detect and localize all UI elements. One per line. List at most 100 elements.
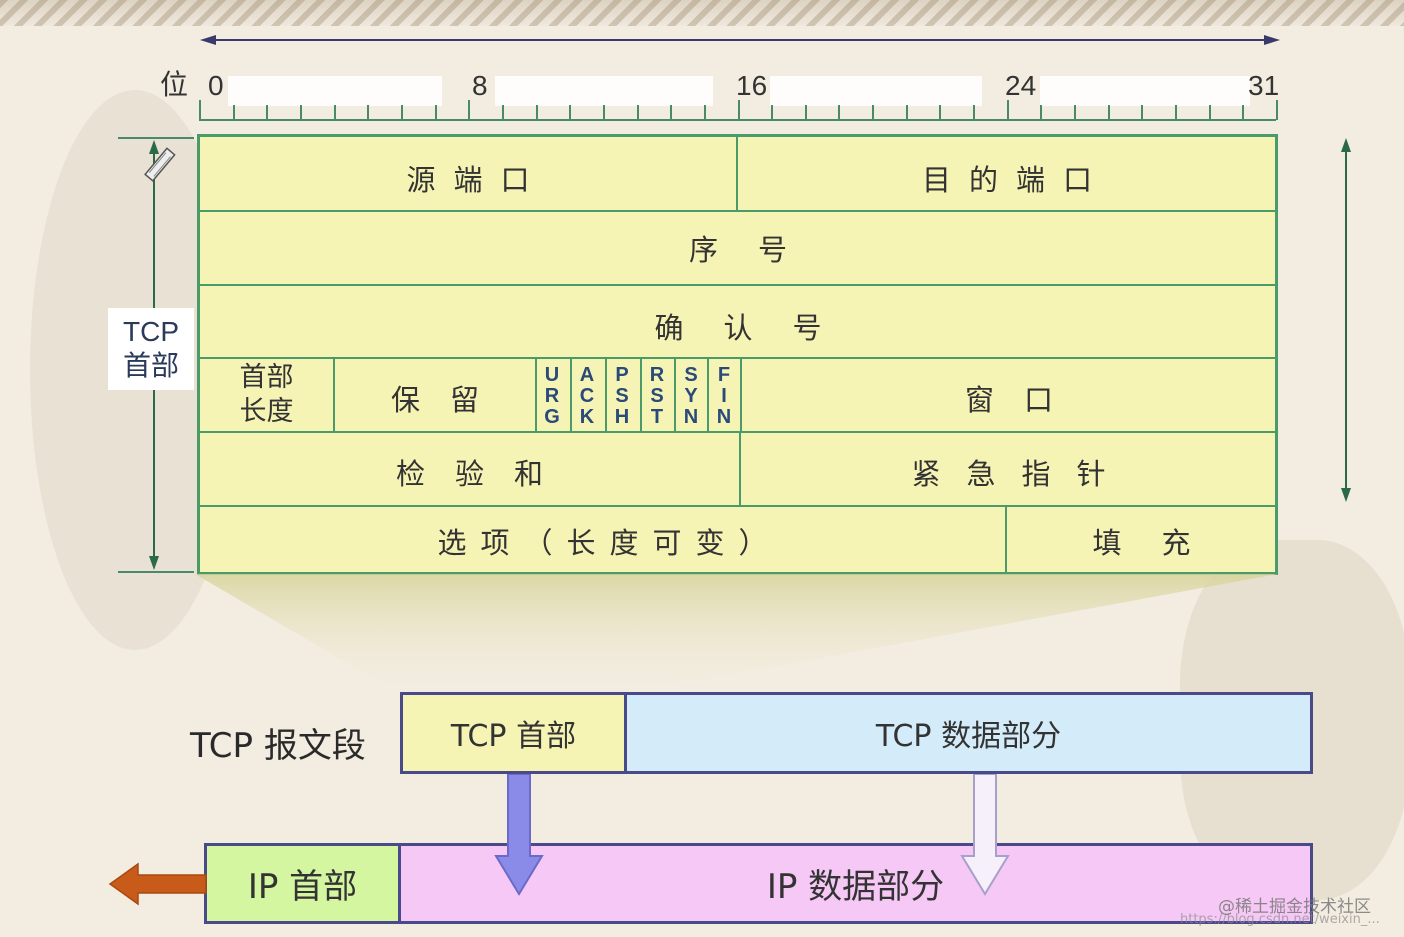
ruler-tick xyxy=(771,105,773,119)
field-padding: 填充 xyxy=(1092,526,1231,560)
ruler-tick xyxy=(1276,100,1278,120)
arrow-left-icon xyxy=(108,862,207,906)
bit-mark-0: 0 xyxy=(208,70,224,101)
ruler-tick xyxy=(738,100,740,120)
right-height-arrow xyxy=(1341,138,1351,502)
flag-letter: S xyxy=(650,384,664,407)
bit-ruler-label: 位 xyxy=(160,69,189,100)
field-options: 选项（长度可变） xyxy=(437,526,782,560)
width-double-arrow xyxy=(200,35,1280,45)
row-divider xyxy=(200,505,1276,507)
flag-letter: R xyxy=(649,363,665,386)
col-divider xyxy=(570,358,572,432)
ip-packet-data: IP 数据部分 xyxy=(398,843,1313,924)
field-urgent-pointer: 紧急指针 xyxy=(911,457,1132,491)
field-ack-number: 确认号 xyxy=(654,311,862,345)
col-divider xyxy=(1005,506,1007,573)
row-divider xyxy=(200,431,1276,433)
flag-letter: Y xyxy=(684,384,698,407)
ruler-tick xyxy=(704,105,706,119)
flag-letter: C xyxy=(579,384,595,407)
ruler-tick xyxy=(502,105,504,119)
col-divider xyxy=(707,358,709,432)
ruler-tick xyxy=(637,105,639,119)
field-reserved: 保留 xyxy=(390,383,509,417)
ruler-tick xyxy=(266,105,268,119)
flag-letter: S xyxy=(615,384,629,407)
ruler-blank xyxy=(495,76,713,106)
arrow-down-data-icon xyxy=(960,774,1010,896)
ruler-tick xyxy=(603,105,605,119)
field-checksum: 检验和 xyxy=(395,457,573,491)
ruler-tick xyxy=(233,105,235,119)
data-offset-line: 首部 xyxy=(239,362,294,393)
row-divider xyxy=(200,357,1276,359)
ruler-tick xyxy=(906,105,908,119)
field-data-offset: 首部 长度 xyxy=(200,359,333,431)
flag-letter: G xyxy=(544,405,560,428)
field-source-port: 源端口 xyxy=(406,163,548,197)
col-divider xyxy=(674,358,676,432)
ruler-tick xyxy=(334,105,336,119)
flag-letter: I xyxy=(721,384,727,407)
col-divider xyxy=(736,137,738,211)
pencil-icon xyxy=(144,147,176,182)
field-dest-port: 目的端口 xyxy=(921,163,1110,197)
bit-mark-24: 24 xyxy=(1005,70,1037,101)
ruler-blank xyxy=(1040,76,1250,106)
flag-letter: R xyxy=(544,384,560,407)
bit-mark-31: 31 xyxy=(1248,70,1280,101)
col-divider xyxy=(640,358,642,432)
field-sequence-number: 序号 xyxy=(688,233,827,267)
col-divider xyxy=(605,358,607,432)
col-divider xyxy=(740,358,742,432)
ruler-tick xyxy=(670,105,672,119)
flag-letter: A xyxy=(579,363,595,386)
ruler-tick xyxy=(401,105,403,119)
flag-letter: H xyxy=(614,405,630,428)
ruler-tick xyxy=(939,105,941,119)
flag-letter: T xyxy=(650,405,664,428)
ruler-tick xyxy=(1141,105,1143,119)
flag-letter: K xyxy=(579,405,595,428)
ruler-blank xyxy=(228,76,442,106)
tcp-segment-data: TCP 数据部分 xyxy=(624,692,1313,774)
ruler-tick xyxy=(1074,105,1076,119)
row-divider xyxy=(200,284,1276,286)
flag-letter: N xyxy=(683,405,699,428)
watermark-text: @稀土掘金技术社区 xyxy=(1218,897,1371,917)
ip-packet-header: IP 首部 xyxy=(204,843,401,924)
ruler-tick xyxy=(838,105,840,119)
ruler-tick xyxy=(1175,105,1177,119)
ruler-tick xyxy=(300,105,302,119)
ruler-blank xyxy=(770,76,982,106)
ruler-tick xyxy=(1108,105,1110,119)
ruler-tick xyxy=(1242,105,1244,119)
bit-mark-16: 16 xyxy=(736,70,768,101)
col-divider xyxy=(535,358,537,432)
bit-mark-8: 8 xyxy=(472,70,488,101)
watermark-url: https://blog.csdn.net/weixin_... xyxy=(1180,912,1380,927)
ruler-tick xyxy=(199,100,201,120)
side-label-line: 首部 xyxy=(122,349,179,382)
tcp-header-side-label: TCP 首部 xyxy=(108,308,194,390)
tcp-segment-header: TCP 首部 xyxy=(400,692,627,774)
decorative-border xyxy=(0,0,1404,26)
data-offset-line: 长度 xyxy=(239,396,294,427)
flag-letter: F xyxy=(717,363,731,386)
flag-letter: P xyxy=(615,363,629,386)
flag-letter: N xyxy=(716,405,732,428)
ruler-tick xyxy=(536,105,538,119)
col-divider xyxy=(739,432,741,506)
tcp-segment-label: TCP 报文段 xyxy=(190,726,366,766)
side-label-line: TCP xyxy=(123,316,179,347)
ruler-tick xyxy=(973,105,975,119)
ruler-tick xyxy=(468,100,470,120)
arrow-down-header-icon xyxy=(494,774,544,896)
expansion-funnel xyxy=(195,574,1278,694)
ruler-tick xyxy=(367,105,369,119)
